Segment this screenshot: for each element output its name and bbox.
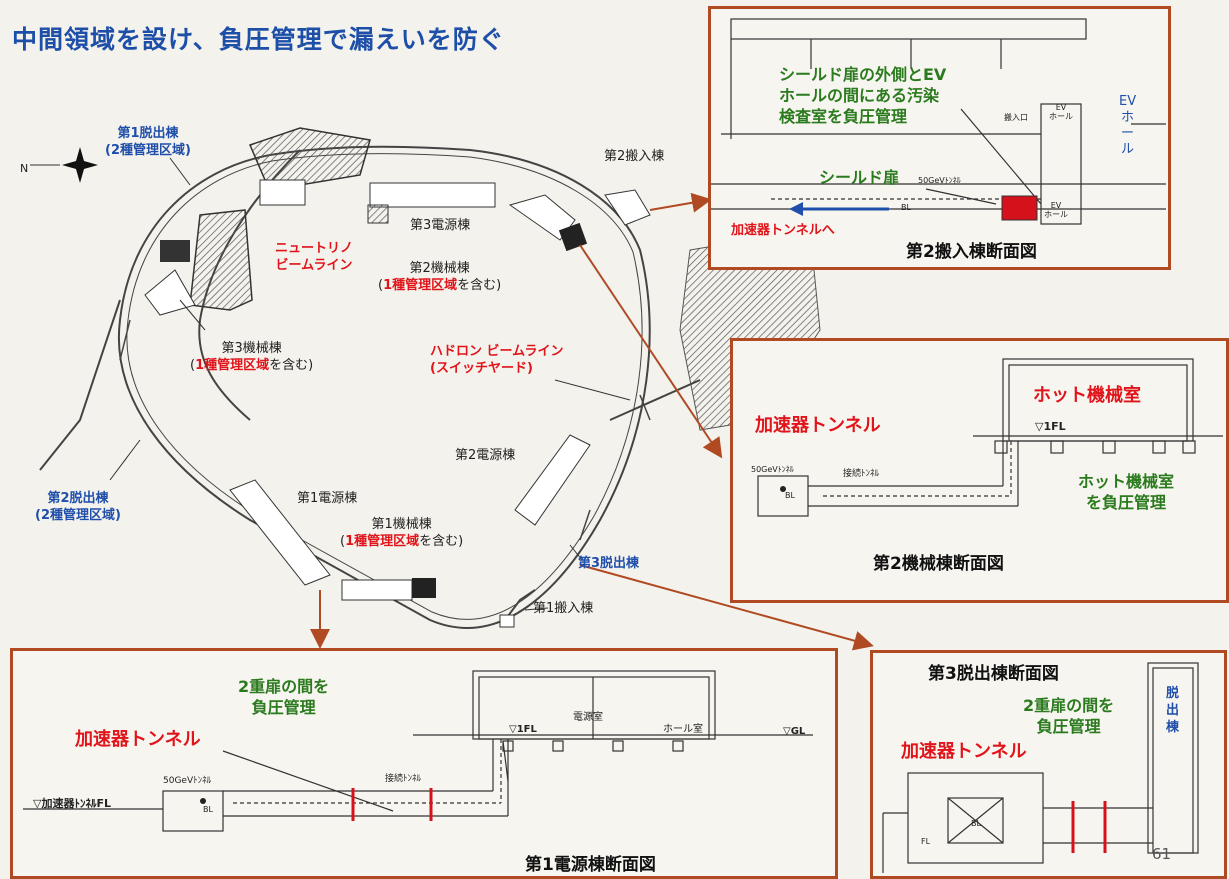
page-number: 61 — [1152, 845, 1172, 863]
exit3-small-bl: BL — [971, 819, 981, 828]
power1-gl: ▽GL — [783, 726, 806, 737]
exit3-note: 2重扉の間を負圧管理 — [1023, 696, 1115, 736]
panel-mech2-section: ホット機械室 加速器トンネル ▽1FL ホット機械室を負圧管理 50GeVﾄﾝﾈ… — [730, 338, 1229, 603]
power1-floor: ▽加速器ﾄﾝﾈﾙFL — [33, 797, 111, 810]
entry2-small-entrance: 搬入口 — [1004, 113, 1028, 122]
label-mech3: 第3機械棟 (1種管理区域を含む) — [190, 341, 314, 373]
exit3-tower: 脱出棟 — [1166, 686, 1180, 735]
entry2-drawing — [711, 18, 1166, 225]
entry2-shield-door-label: シールド扉 — [819, 168, 900, 187]
power1-small-bl: BL — [203, 805, 213, 814]
panel-exit3-section: 第3脱出棟断面図 2重扉の間を負圧管理 加速器トンネル 脱出棟 BL FL — [870, 650, 1227, 879]
compass-icon — [30, 147, 98, 183]
mech2-small-conn: 接続ﾄﾝﾈﾙ — [843, 469, 880, 479]
power1-note: 2重扉の間を負圧管理 — [238, 677, 330, 717]
power1-hall-room: ホール室 — [663, 724, 703, 735]
connector-arrows — [310, 192, 874, 651]
main-ring — [117, 145, 651, 629]
mech2-small-bl: BL — [785, 491, 795, 500]
entry2-small-bl: BL — [901, 203, 911, 212]
power1-small-conn: 接続ﾄﾝﾈﾙ — [385, 774, 422, 784]
mech2-tunnel: 加速器トンネル — [755, 415, 881, 436]
mech2-hot-room: ホット機械室 — [1033, 385, 1141, 406]
mech2-note: ホット機械室を負圧管理 — [1078, 472, 1175, 512]
power1-drawing — [23, 670, 813, 832]
label-hadron: ハドロン ビームライン(スイッチヤード) — [430, 344, 564, 376]
label-mech1: 第1機械棟 (1種管理区域を含む) — [340, 517, 464, 549]
label-power1: 第1電源棟 — [297, 491, 358, 506]
page-title: 中間領域を設け、負圧管理で漏えいを防ぐ — [12, 25, 505, 54]
exit3-caption: 第3脱出棟断面図 — [928, 664, 1059, 684]
panel-power1-section: 2重扉の間を負圧管理 加速器トンネル ▽加速器ﾄﾝﾈﾙFL 50GeVﾄﾝﾈﾙ … — [10, 648, 838, 879]
power1-caption: 第1電源棟断面図 — [525, 855, 656, 875]
label-power2: 第2電源棟 — [455, 448, 516, 463]
label-power3: 第3電源棟 — [410, 218, 471, 233]
label-exit1: 第1脱出棟(2種管理区域) — [105, 126, 191, 158]
shield-door-mark — [1001, 195, 1038, 221]
label-exit2: 第2脱出棟(2種管理区域) — [35, 491, 121, 523]
exit3-drawing — [882, 662, 1199, 873]
label-entry1: 第1搬入棟 — [533, 601, 594, 616]
power1-power-room: 電源室 — [573, 712, 603, 723]
entry2-to-tunnel: 加速器トンネルへ — [731, 223, 835, 238]
label-entry2: 第2搬入棟 — [604, 149, 665, 164]
neutrino-building — [248, 127, 371, 186]
power1-tunnel: 加速器トンネル — [75, 729, 201, 750]
mech2-fl: ▽1FL — [1035, 420, 1066, 433]
exit3-tunnel: 加速器トンネル — [901, 741, 1027, 762]
power1-fl: ▽1FL — [509, 724, 537, 735]
entry2-small-tunnel: 50GeVﾄﾝﾈﾙ — [918, 176, 961, 185]
label-exit3: 第3脱出棟 — [578, 556, 640, 571]
mech2-caption: 第2機械棟断面図 — [873, 554, 1004, 574]
label-mech2: 第2機械棟 (1種管理区域を含む) — [378, 261, 502, 293]
mech2-drawing — [757, 358, 1223, 517]
power1-small-tunnel: 50GeVﾄﾝﾈﾙ — [163, 776, 212, 786]
entry2-caption: 第2搬入棟断面図 — [906, 242, 1037, 262]
label-neutrino: ニュートリノビームライン — [275, 241, 354, 273]
exit3-small-fl: FL — [921, 837, 931, 846]
compass-label: N — [20, 162, 29, 175]
mech2-small-tunnel: 50GeVﾄﾝﾈﾙ — [751, 465, 794, 474]
